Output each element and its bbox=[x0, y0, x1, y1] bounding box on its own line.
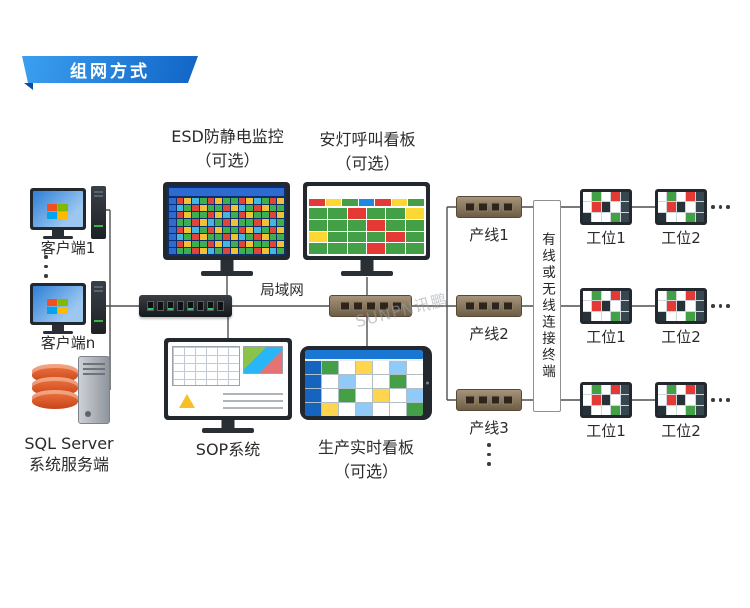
esd-subtitle: （可选） bbox=[195, 151, 260, 170]
sop-screen-content bbox=[168, 342, 288, 416]
client1-label: 客户端1 bbox=[40, 239, 96, 257]
sop-table-graphic bbox=[172, 346, 240, 386]
lan-switch-icon bbox=[329, 295, 412, 317]
station2-label: 工位2 bbox=[661, 422, 701, 440]
sop-title: SOP系统 bbox=[195, 440, 261, 459]
title-ribbon-label: 组网方式 bbox=[70, 62, 150, 82]
sop-image-thumbnail bbox=[243, 346, 283, 374]
sql-server-label: SQL Server 系统服务端 bbox=[8, 434, 130, 476]
tablet-screen-header bbox=[305, 350, 423, 359]
database-cylinders-icon bbox=[32, 364, 78, 409]
station1-label: 工位1 bbox=[586, 229, 626, 247]
stations-ellipsis bbox=[711, 396, 730, 404]
monitor-base bbox=[340, 271, 393, 276]
monitor-stand bbox=[52, 325, 64, 331]
tablet-screen-grid bbox=[305, 361, 423, 416]
monitor-stand bbox=[360, 260, 373, 271]
warning-triangle-icon bbox=[179, 394, 195, 408]
switch-ports bbox=[465, 301, 513, 311]
andon-screen bbox=[307, 186, 426, 256]
clientn-label: 客户端n bbox=[40, 334, 96, 352]
stations-ellipsis bbox=[711, 203, 730, 211]
line3-switch-icon bbox=[456, 389, 522, 411]
andon-title: 安灯呼叫看板 bbox=[319, 130, 416, 149]
line2-switch-icon bbox=[456, 295, 522, 317]
esd-title: ESD防静电监控 bbox=[171, 127, 284, 146]
monitor-stand bbox=[221, 420, 235, 428]
monitor-base bbox=[43, 236, 73, 239]
switch-ports bbox=[465, 202, 513, 212]
station2-label: 工位2 bbox=[661, 328, 701, 346]
tablet-subtitle: （可选） bbox=[333, 462, 398, 481]
andon-monitor bbox=[303, 182, 430, 276]
line2-label: 产线2 bbox=[469, 325, 509, 343]
station-screen bbox=[580, 382, 632, 418]
switch-ports bbox=[338, 301, 403, 311]
core-switch-icon bbox=[139, 295, 232, 317]
monitor-stand bbox=[52, 230, 64, 236]
clientn-monitor bbox=[30, 283, 86, 325]
lines-ellipsis bbox=[485, 443, 493, 466]
monitor-base bbox=[43, 331, 73, 334]
windows-logo-icon bbox=[47, 204, 57, 211]
monitor-base bbox=[202, 428, 254, 433]
tablet-screen bbox=[305, 350, 423, 416]
line3-label: 产线3 bbox=[469, 419, 509, 437]
line1-label: 产线1 bbox=[469, 226, 509, 244]
switch-ports bbox=[465, 395, 513, 405]
server-tower bbox=[78, 356, 110, 424]
station-screen bbox=[655, 189, 707, 225]
sop-text-lines bbox=[223, 393, 283, 409]
sop-screen bbox=[168, 342, 288, 416]
switch-ports bbox=[147, 301, 224, 311]
andon-status-chips bbox=[309, 199, 425, 206]
tablet-title: 生产实时看板 bbox=[317, 438, 414, 457]
station-screen bbox=[655, 382, 707, 418]
stations-ellipsis bbox=[711, 302, 730, 310]
clientn-tower bbox=[91, 281, 106, 334]
sql-server-icon bbox=[32, 356, 110, 426]
station-screen bbox=[580, 288, 632, 324]
sop-monitor bbox=[164, 338, 292, 433]
monitor-stand bbox=[220, 260, 233, 271]
esd-monitor bbox=[163, 182, 290, 276]
title-ribbon: 组网方式 bbox=[22, 56, 198, 83]
station-screen bbox=[655, 288, 707, 324]
client1-tower bbox=[91, 186, 106, 239]
monitor-base bbox=[200, 271, 253, 276]
windows-logo-icon bbox=[47, 299, 57, 306]
lan-label: 局域网 bbox=[260, 283, 304, 299]
connect-terminal-box: 有线或无线连接终端 bbox=[533, 200, 561, 412]
clientn-computer-icon bbox=[30, 281, 106, 337]
sql-server-label-line1: SQL Server bbox=[24, 434, 114, 453]
station-screen bbox=[580, 189, 632, 225]
client1-monitor bbox=[30, 188, 86, 230]
esd-screen-grid bbox=[169, 198, 284, 254]
andon-subtitle: （可选） bbox=[335, 154, 400, 173]
andon-screen-grid bbox=[309, 208, 424, 254]
station1-label: 工位1 bbox=[586, 422, 626, 440]
station2-label: 工位2 bbox=[661, 229, 701, 247]
client1-computer-icon bbox=[30, 186, 106, 242]
line1-switch-icon bbox=[456, 196, 522, 218]
production-tablet bbox=[300, 346, 432, 420]
esd-screen-header bbox=[169, 188, 284, 196]
esd-screen bbox=[167, 186, 286, 256]
clients-ellipsis bbox=[42, 255, 50, 278]
sql-server-label-line2: 系统服务端 bbox=[28, 454, 109, 474]
ribbon-fold bbox=[24, 83, 33, 90]
andon-screen-header bbox=[309, 188, 424, 197]
connect-terminal-text: 有线或无线连接终端 bbox=[539, 231, 555, 381]
station1-label: 工位1 bbox=[586, 328, 626, 346]
